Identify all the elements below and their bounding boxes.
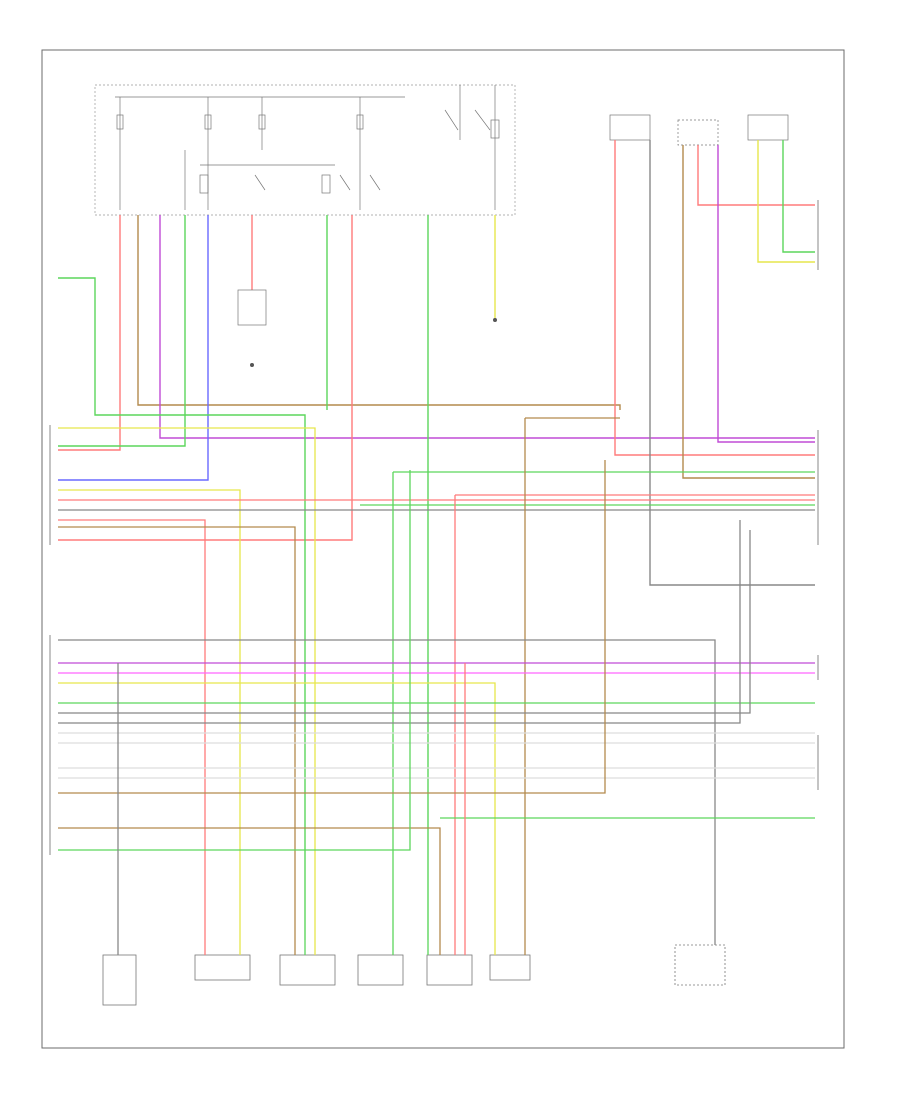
component-box-5 bbox=[426, 954, 473, 986]
wire-red-4 bbox=[614, 140, 815, 456]
wire-yellow-2 bbox=[757, 140, 815, 263]
wire-purple-2 bbox=[717, 145, 815, 443]
vertical-wires bbox=[58, 140, 815, 940]
horizontal-wires bbox=[58, 417, 815, 940]
ground-symbols bbox=[250, 318, 497, 367]
component-box-4 bbox=[357, 954, 404, 986]
wire-red-1 bbox=[58, 215, 121, 451]
wire-blue-1 bbox=[58, 215, 209, 481]
component-box-2 bbox=[194, 954, 251, 981]
top-right-components bbox=[609, 114, 789, 146]
wire-green-1 bbox=[58, 215, 186, 447]
wire-tan-2 bbox=[682, 145, 815, 479]
component-box-6 bbox=[489, 954, 531, 981]
wire-red-3 bbox=[58, 215, 353, 541]
bottom-components bbox=[102, 944, 726, 1006]
diagram-border bbox=[41, 49, 845, 1049]
wire-red-5 bbox=[697, 145, 815, 206]
wire-tan-1 bbox=[137, 215, 621, 410]
wire-green-4 bbox=[782, 140, 815, 253]
ground-point-1 bbox=[250, 363, 254, 367]
component-box-3 bbox=[279, 954, 336, 986]
wire-green-left bbox=[58, 277, 306, 940]
small-switch-box bbox=[237, 289, 267, 326]
component-box-7 bbox=[674, 944, 726, 986]
component-box-1 bbox=[102, 954, 137, 1006]
ground-point-2 bbox=[493, 318, 497, 322]
fuse-group bbox=[116, 85, 500, 210]
wire-gray-1 bbox=[649, 140, 815, 586]
fuse-relay-box bbox=[94, 84, 516, 216]
wire-purple-1 bbox=[159, 215, 815, 439]
component-stubs bbox=[117, 940, 716, 955]
